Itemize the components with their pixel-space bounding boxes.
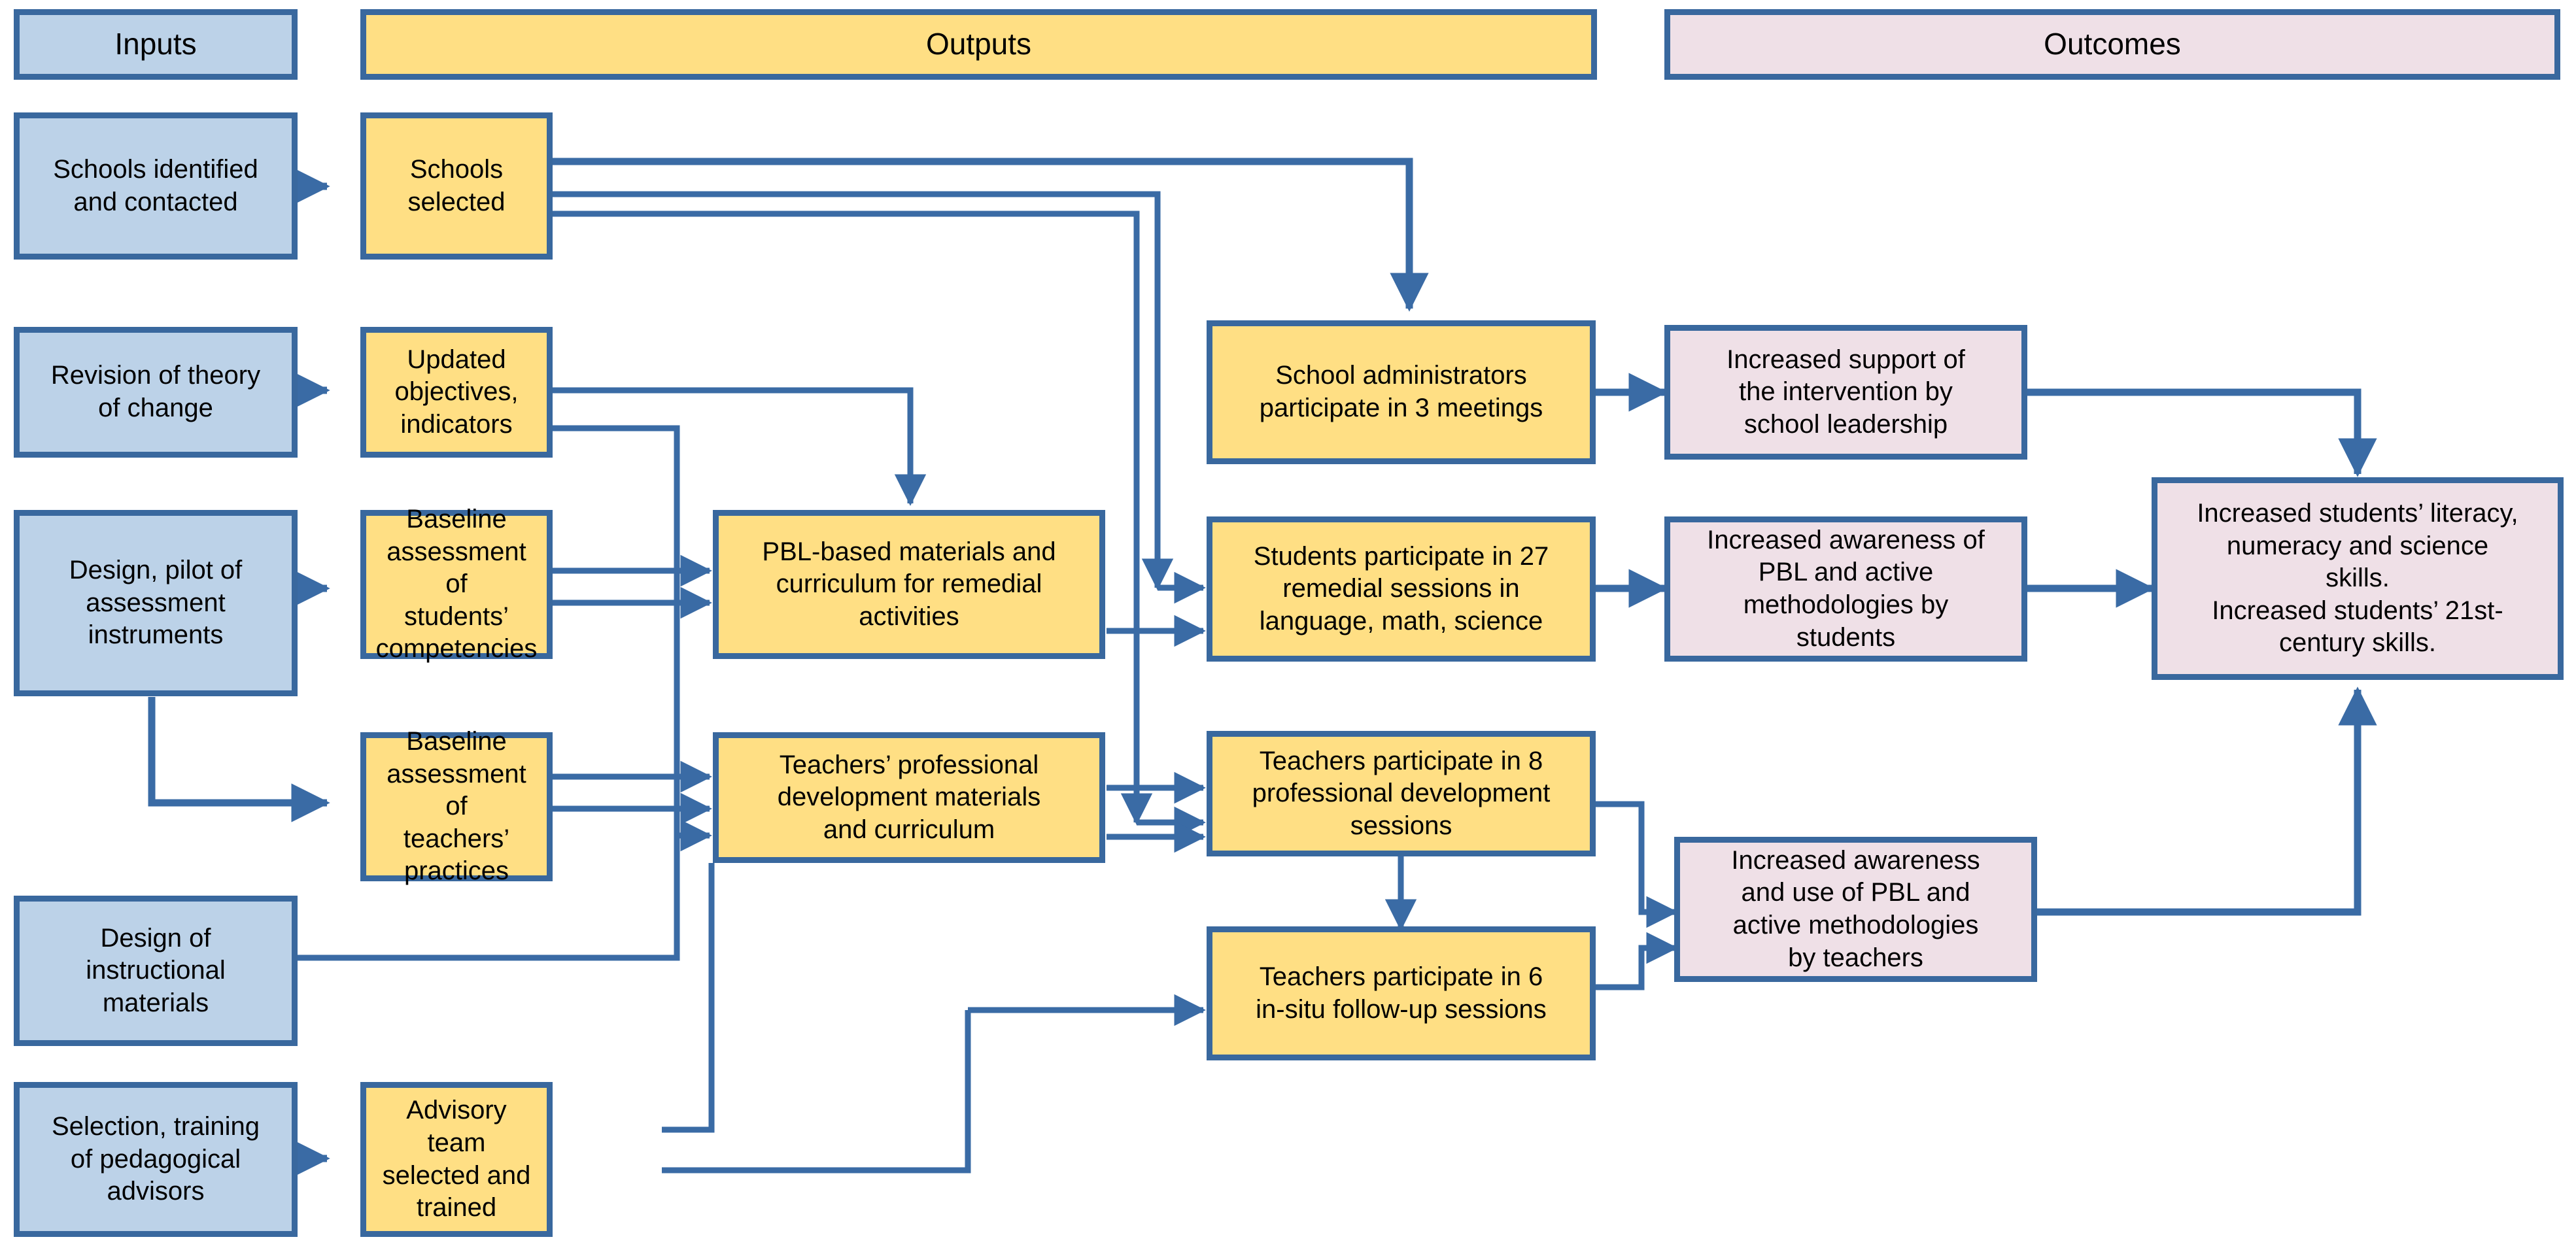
outcome-awareness-teachers-label: Increased awareness and use of PBL and a… — [1731, 845, 1980, 972]
output-pbl-materials-label: PBL-based materials and curriculum for r… — [762, 537, 1056, 631]
input-schools-identified[interactable]: Schools identified and contacted — [14, 112, 298, 260]
outcome-student-skills[interactable]: Increased students’ literacy, numeracy a… — [2152, 477, 2564, 680]
output-teachers-insitu-sessions[interactable]: Teachers participate in 6 in-situ follow… — [1207, 926, 1596, 1060]
column-header-outputs: Outputs — [360, 9, 1597, 80]
output-baseline-teachers[interactable]: Baseline assessment of teachers’ practic… — [360, 727, 553, 885]
output-school-admin-meetings-label: School administrators participate in 3 m… — [1259, 361, 1543, 422]
output-pbl-materials[interactable]: PBL-based materials and curriculum for r… — [713, 510, 1105, 659]
column-header-inputs: Inputs — [14, 9, 298, 80]
output-teacher-pd-materials[interactable]: Teachers’ professional development mater… — [713, 732, 1105, 863]
output-students-remedial-sessions[interactable]: Students participate in 27 remedial sess… — [1207, 516, 1596, 662]
input-design-pilot-assessment[interactable]: Design, pilot of assessment instruments — [14, 510, 298, 696]
outcome-awareness-students[interactable]: Increased awareness of PBL and active me… — [1664, 516, 2027, 662]
output-schools-selected-label: Schools selected — [407, 154, 506, 216]
output-teacher-pd-materials-label: Teachers’ professional development mater… — [777, 750, 1041, 844]
outcome-awareness-teachers[interactable]: Increased awareness and use of PBL and a… — [1674, 837, 2037, 982]
input-design-pilot-assessment-label: Design, pilot of assessment instruments — [69, 556, 243, 650]
column-header-inputs-label: Inputs — [114, 27, 197, 61]
output-baseline-students[interactable]: Baseline assessment of students’ compete… — [360, 505, 553, 663]
output-updated-objectives[interactable]: Updated objectives, indicators — [360, 327, 553, 458]
output-teachers-insitu-sessions-label: Teachers participate in 6 in-situ follow… — [1256, 962, 1547, 1024]
output-advisory-team[interactable]: Advisory team selected and trained — [360, 1082, 553, 1237]
column-header-outcomes: Outcomes — [1664, 9, 2560, 80]
input-revision-theory-of-change[interactable]: Revision of theory of change — [14, 327, 298, 458]
output-updated-objectives-label: Updated objectives, indicators — [394, 345, 519, 439]
output-schools-selected[interactable]: Schools selected — [360, 112, 553, 260]
output-advisory-team-label: Advisory team selected and trained — [382, 1096, 531, 1223]
output-baseline-teachers-label: Baseline assessment of teachers’ practic… — [386, 727, 526, 886]
output-baseline-students-label: Baseline assessment of students’ compete… — [375, 505, 538, 664]
outcome-awareness-students-label: Increased awareness of PBL and active me… — [1707, 525, 1985, 652]
column-header-outcomes-label: Outcomes — [2044, 27, 2181, 61]
input-selection-training-advisors-label: Selection, training of pedagogical advis… — [52, 1112, 260, 1206]
column-header-outputs-label: Outputs — [925, 27, 1032, 61]
input-design-instructional-materials-label: Design of instructional materials — [86, 923, 226, 1017]
outcome-support-school-leadership-label: Increased support of the intervention by… — [1726, 345, 1965, 439]
input-revision-theory-of-change-label: Revision of theory of change — [50, 361, 261, 422]
output-school-admin-meetings[interactable]: School administrators participate in 3 m… — [1207, 320, 1596, 464]
input-selection-training-advisors[interactable]: Selection, training of pedagogical advis… — [14, 1082, 298, 1237]
input-design-instructional-materials[interactable]: Design of instructional materials — [14, 896, 298, 1046]
input-schools-identified-label: Schools identified and contacted — [53, 154, 258, 216]
output-teachers-pd-sessions[interactable]: Teachers participate in 8 professional d… — [1207, 731, 1596, 856]
output-students-remedial-sessions-label: Students participate in 27 remedial sess… — [1253, 541, 1549, 635]
outcome-support-school-leadership[interactable]: Increased support of the intervention by… — [1664, 325, 2027, 460]
output-teachers-pd-sessions-label: Teachers participate in 8 professional d… — [1252, 746, 1551, 840]
outcome-student-skills-label: Increased students’ literacy, numeracy a… — [2197, 499, 2518, 658]
